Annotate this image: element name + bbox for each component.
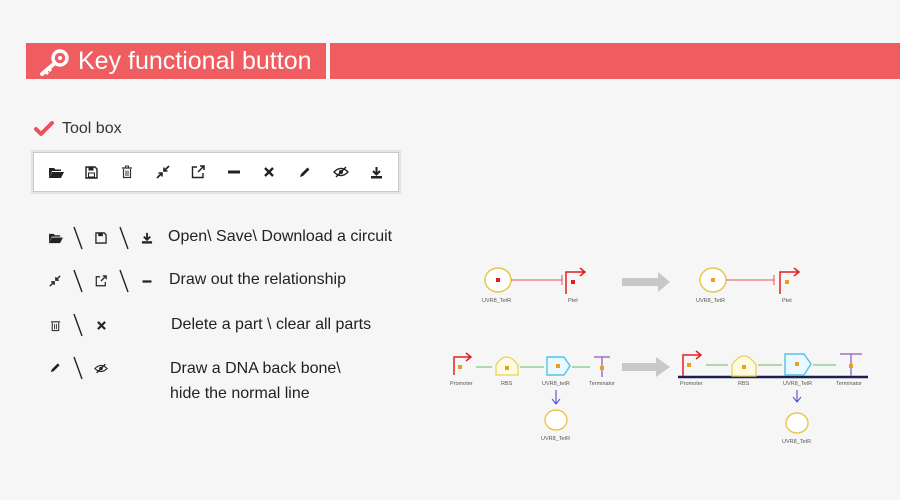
anchor-dot — [785, 280, 789, 284]
separator-slash — [73, 356, 83, 380]
header-banner-extension — [330, 43, 900, 79]
section-toolbox: Tool box — [34, 120, 122, 138]
page-title: Key functional button — [78, 47, 312, 75]
download-icon — [141, 232, 153, 244]
transform-arrow — [622, 357, 670, 377]
promoter-part — [453, 352, 473, 375]
expression-arrow — [551, 390, 561, 405]
legend-row-relationship — [44, 268, 158, 294]
legend-row-backbone — [44, 355, 112, 381]
anchor-dot — [849, 364, 853, 368]
save-icon — [85, 165, 98, 179]
compress-icon — [49, 275, 61, 287]
anchor-dot — [505, 366, 509, 370]
external-link-icon — [191, 165, 205, 179]
folder-open-icon — [48, 167, 64, 178]
eye-slash-icon — [332, 166, 349, 178]
part-label: Ptet — [782, 298, 792, 304]
desc-open-save-download: Open\ Save\ Download a circuit — [168, 228, 393, 245]
part-label: RBS — [501, 381, 513, 387]
part-label: Promoter — [450, 381, 473, 387]
part-label: Promoter — [680, 381, 703, 387]
desc-backbone-line1: Draw a DNA back bone\ — [170, 360, 341, 377]
save-button[interactable] — [76, 157, 106, 187]
pencil-icon — [300, 167, 310, 177]
compress-icon — [156, 165, 170, 179]
separator-slash — [73, 269, 83, 293]
anchor-dot — [600, 366, 604, 370]
trash-icon — [121, 165, 132, 179]
header-banner: Key functional button — [26, 43, 326, 79]
inhibit-relationship-button[interactable] — [183, 157, 213, 187]
protein-part — [785, 412, 809, 434]
open-button[interactable] — [41, 157, 71, 187]
draw-relationship-button[interactable] — [148, 157, 178, 187]
backbone-diagram: Promoter RBS UVR8_tetR Terminator UVR8_T… — [450, 350, 868, 445]
promoter-part — [565, 267, 587, 294]
anchor-dot — [711, 278, 715, 282]
desc-backbone-line2: hide the normal line — [170, 385, 310, 402]
toolbar — [33, 152, 399, 192]
save-icon — [95, 232, 107, 244]
download-button[interactable] — [361, 157, 391, 187]
pencil-icon — [50, 363, 60, 373]
separator-slash — [73, 226, 83, 250]
download-icon — [370, 166, 382, 178]
part-label: Terminator — [589, 381, 615, 387]
desc-draw-relationship: Draw out the relationship — [169, 271, 346, 288]
part-label: UVR8_TetR — [783, 381, 812, 387]
desc-delete-clear: Delete a part \ clear all parts — [171, 316, 372, 333]
part-label: UVR8_TetR — [696, 298, 725, 304]
anchor-dot — [496, 278, 500, 282]
anchor-dot — [571, 280, 575, 284]
part-label: UVR8_TetR — [482, 298, 511, 304]
external-link-icon — [95, 275, 107, 287]
check-icon — [34, 121, 54, 136]
eye-slash-icon — [94, 363, 108, 373]
anchor-dot — [556, 364, 560, 368]
legend-row-delete — [44, 312, 112, 338]
separator-slash — [119, 269, 129, 293]
promoter-part — [682, 350, 703, 376]
promoter-part — [779, 267, 801, 294]
close-icon — [264, 167, 275, 177]
separator-slash — [119, 226, 129, 250]
part-label: Terminator — [836, 381, 862, 387]
part-label: UVR8_TetR — [782, 439, 811, 445]
section-label: Tool box — [62, 120, 122, 137]
delete-part-button[interactable] — [112, 157, 142, 187]
trash-icon — [50, 320, 60, 331]
minus-icon — [142, 279, 152, 283]
part-label: UVR8_TetR — [541, 436, 570, 442]
line-button[interactable] — [219, 157, 249, 187]
hide-line-button[interactable] — [326, 157, 356, 187]
part-label: Ptet — [568, 298, 578, 304]
relationship-diagram: UVR8_TetR Ptet UVR8_TetR Ptet — [482, 267, 801, 304]
draw-backbone-button[interactable] — [290, 157, 320, 187]
expression-arrow — [792, 390, 802, 403]
close-icon — [96, 320, 106, 330]
anchor-dot — [687, 363, 691, 367]
part-label: UVR8_tetR — [542, 381, 570, 387]
transform-arrow — [622, 272, 670, 292]
clear-all-button[interactable] — [254, 157, 284, 187]
separator-slash — [73, 313, 83, 337]
anchor-dot — [458, 365, 462, 369]
part-label: RBS — [738, 381, 750, 387]
legend-row-open-save-download — [44, 225, 158, 251]
anchor-dot — [742, 365, 746, 369]
key-icon — [40, 49, 69, 76]
protein-part — [544, 409, 568, 431]
folder-open-icon — [48, 233, 63, 244]
anchor-dot — [795, 362, 799, 366]
minus-icon — [227, 170, 240, 174]
